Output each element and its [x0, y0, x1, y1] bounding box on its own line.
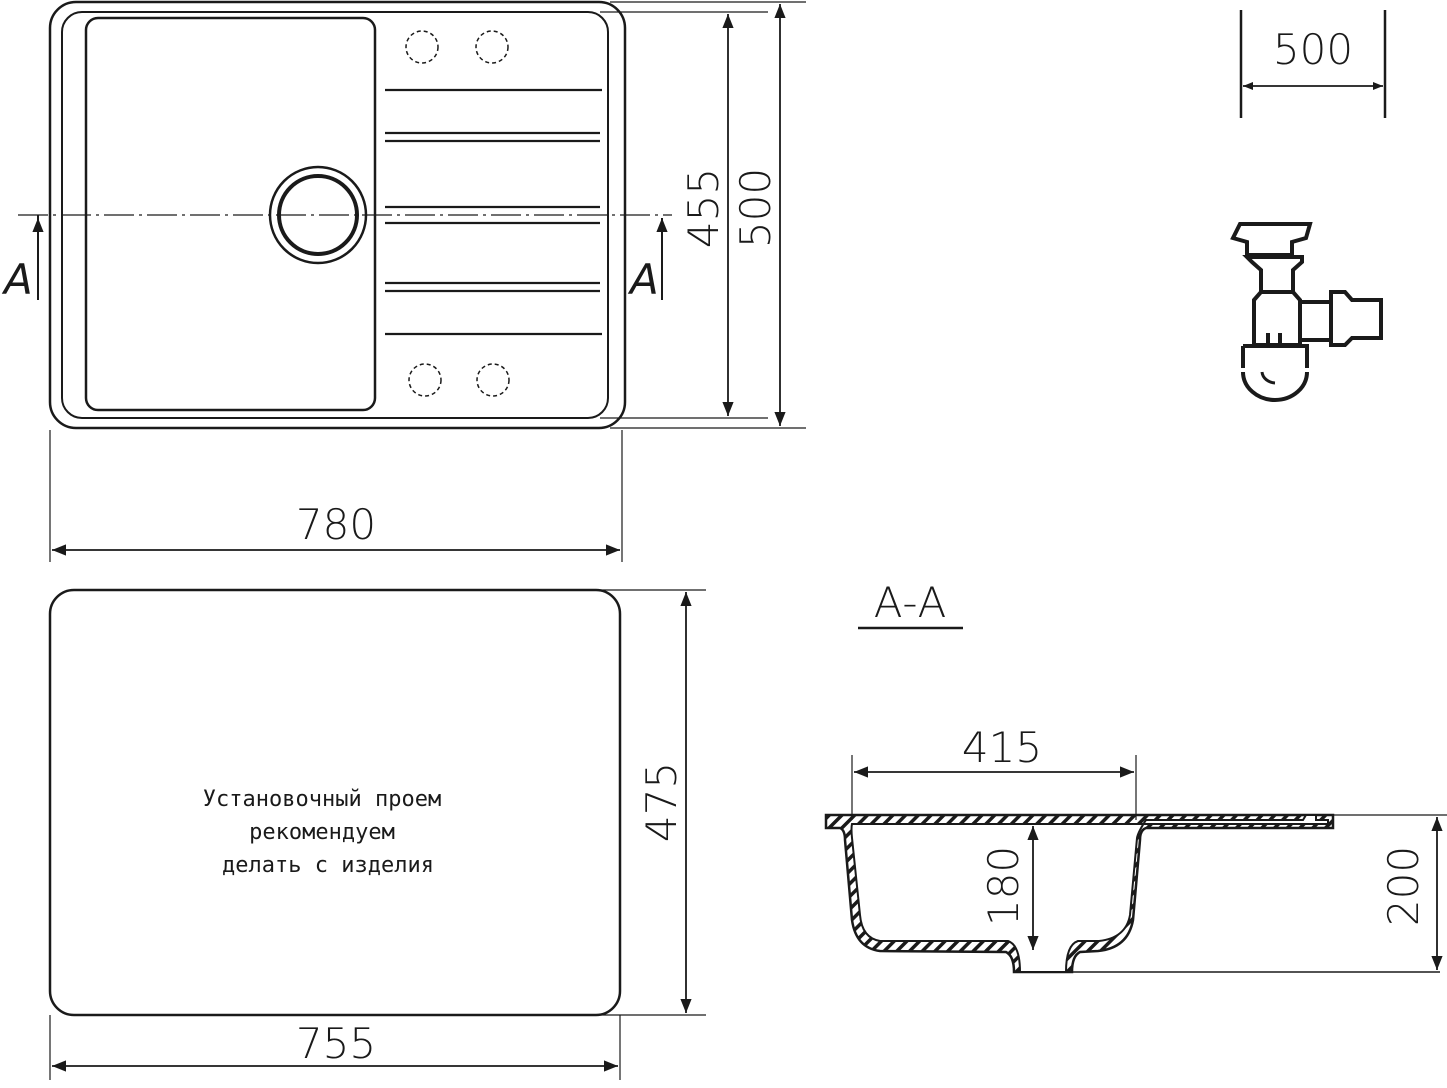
cabinet-width-label: 500 — [1273, 25, 1353, 74]
dim-200: 200 — [1379, 846, 1428, 926]
cutout-outline — [48, 588, 622, 1017]
dim-180: 180 — [979, 846, 1028, 926]
cabinet-width-icon: 500 — [1239, 10, 1387, 118]
siphon-icon — [1230, 222, 1383, 402]
cutout-note-line-2: рекомендуем — [249, 820, 395, 845]
section-interior — [850, 814, 1329, 973]
dim-455: 455 — [679, 168, 728, 248]
dim-500: 500 — [731, 168, 780, 248]
cutout-template: Установочный проем рекомендуем делать с … — [48, 588, 706, 1080]
section-marker-left: A — [1, 255, 33, 304]
dim-755: 755 — [296, 1019, 376, 1068]
section-title: А-А — [874, 578, 947, 627]
tap-hole-markers — [405, 30, 510, 397]
dim-475: 475 — [637, 762, 686, 842]
cutout-note-line-3: делать с изделия — [222, 853, 434, 878]
drainboard-grooves — [385, 88, 602, 336]
dim-780: 780 — [296, 500, 376, 549]
sink-top-view: A A 455 500 780 — [1, 0, 806, 562]
section-a-a: А-А 415 180 200 — [824, 578, 1447, 974]
section-marker-right: A — [627, 255, 659, 304]
dim-415: 415 — [962, 723, 1042, 772]
cutout-note-line-1: Установочный проем — [203, 787, 441, 812]
sink-bowl — [84, 16, 377, 412]
